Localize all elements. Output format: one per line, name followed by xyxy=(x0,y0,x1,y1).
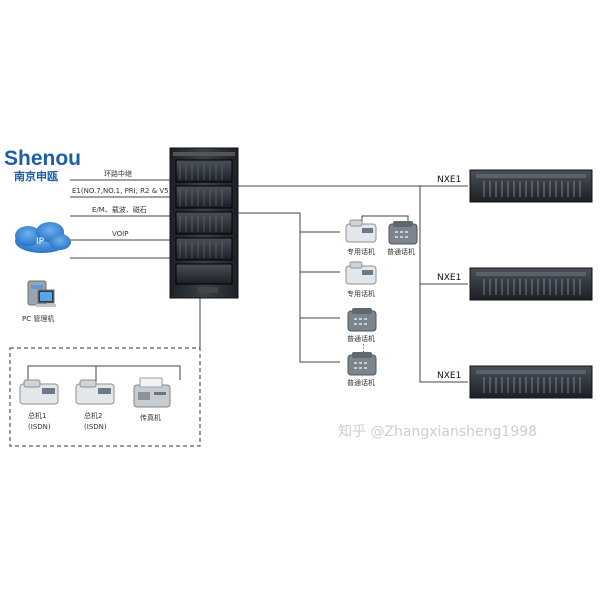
ordinary-phone-3-label: 普通话机 xyxy=(347,378,375,387)
fax-machine-icon xyxy=(133,377,171,408)
console-1-type: (ISDN) xyxy=(28,423,51,431)
console-1-phone-icon xyxy=(19,379,59,405)
shenou-logo: Shenou 南京申瓯 xyxy=(4,147,81,183)
logo-brand: Shenou xyxy=(4,147,81,170)
console-2-phone-icon xyxy=(75,379,115,405)
ordinary-phone-3-icon xyxy=(347,352,377,376)
extension-bus-line xyxy=(238,212,340,363)
phones-ellipsis: ⋮ xyxy=(359,344,368,354)
ip-cloud-icon: IP xyxy=(15,222,71,253)
ring-trunk-label: 环路中继 xyxy=(104,169,132,178)
ordinary-phone-2-icon xyxy=(347,308,377,332)
ordinary-phone-2-label: 普通话机 xyxy=(347,334,375,343)
central-pbx-rack xyxy=(169,147,239,299)
nxe1-label-3: NXE1 xyxy=(437,371,461,381)
e1-label: E1(NO.7,NO.1, PRI, R2 & V5) xyxy=(72,187,172,195)
dedicated-phone-2-label: 专用话机 xyxy=(347,289,375,298)
console-2-name: 总机2 xyxy=(84,411,102,420)
em-label: E/M、载波、磁石 xyxy=(92,205,147,214)
nxe1-unit-2 xyxy=(469,267,593,301)
dedicated-phone-1-icon xyxy=(345,219,377,243)
nxe1-unit-1 xyxy=(469,169,593,203)
console-bus-line xyxy=(27,365,181,390)
ip-cloud-label: IP xyxy=(36,237,45,247)
nxe1-unit-3 xyxy=(469,365,593,399)
pc-label: PC 管理机 xyxy=(22,314,54,323)
pc-icon xyxy=(27,280,56,307)
dedicated-phone-1-label: 专用话机 xyxy=(347,247,375,256)
console-group-box xyxy=(9,347,201,447)
console-2-type: (ISDN) xyxy=(84,423,107,431)
ordinary-phone-1-label: 普通话机 xyxy=(387,247,415,256)
voip-label: VOIP xyxy=(112,230,128,238)
dedicated-phone-2-icon xyxy=(345,261,377,285)
nxe1-label-2: NXE1 xyxy=(437,273,461,283)
ordinary-phone-1-icon xyxy=(388,221,418,245)
fax-label: 传真机 xyxy=(140,413,161,422)
logo-subtitle: 南京申瓯 xyxy=(14,169,58,183)
zhihu-watermark: 知乎 @Zhangxiansheng1998 xyxy=(338,423,537,440)
nxe1-label-1: NXE1 xyxy=(437,175,461,185)
console-1-name: 总机1 xyxy=(28,411,46,420)
phone-bridge-line xyxy=(361,215,409,224)
